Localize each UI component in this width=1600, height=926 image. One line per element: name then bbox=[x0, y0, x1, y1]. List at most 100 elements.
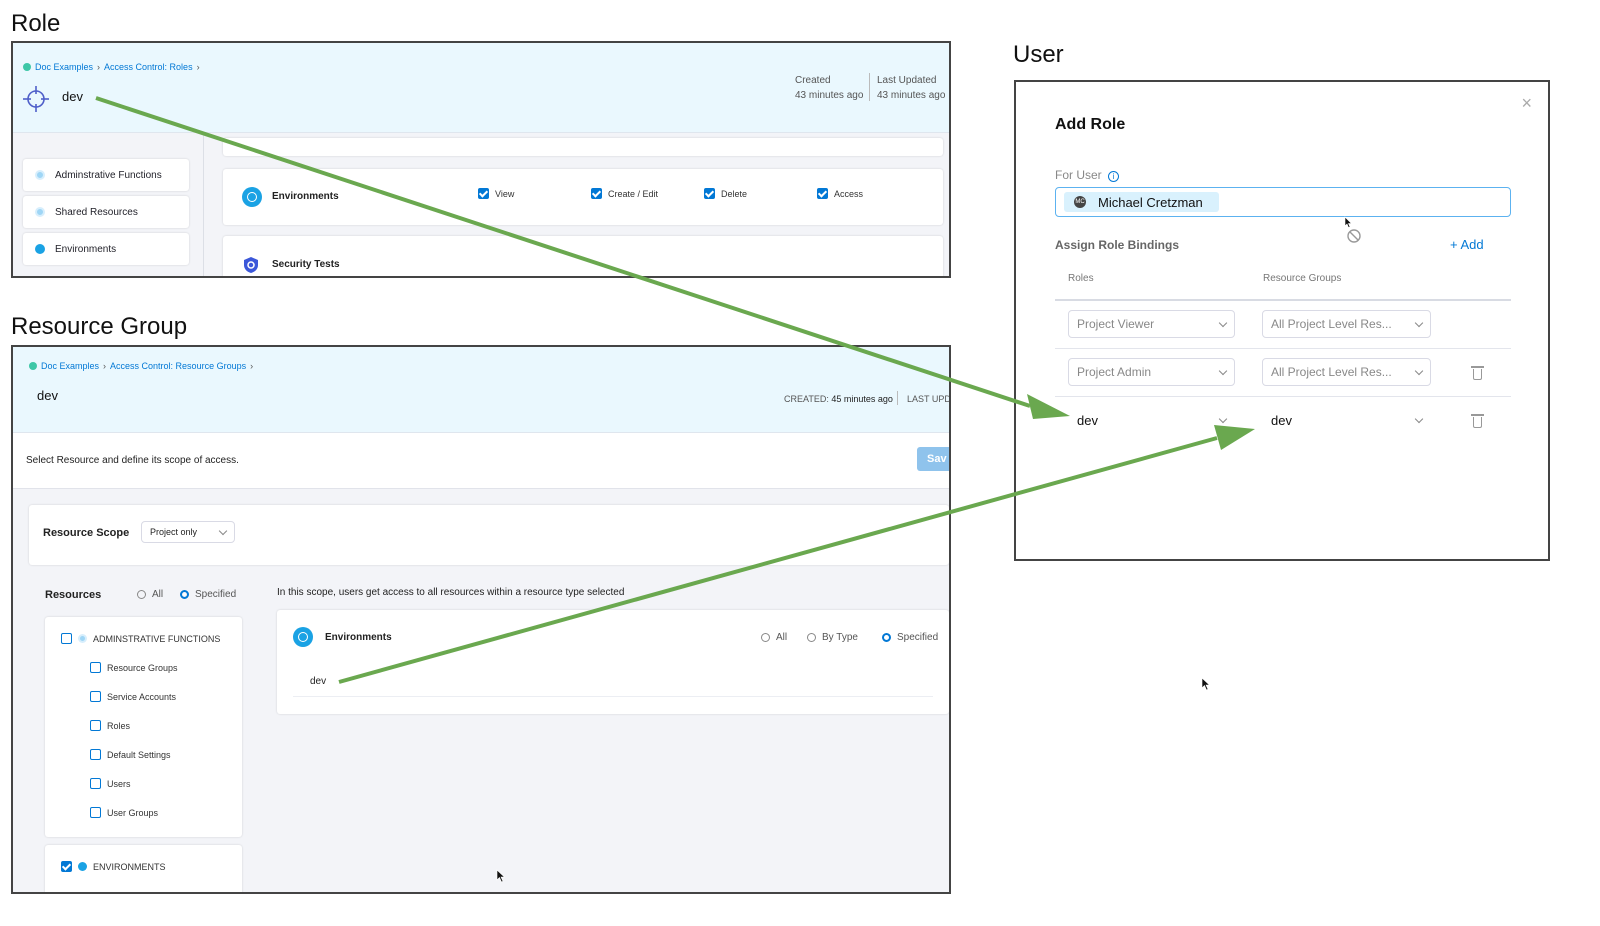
info-icon[interactable]: i bbox=[1108, 171, 1120, 182]
role-select[interactable]: Project Viewer bbox=[1068, 310, 1235, 338]
role-select[interactable]: dev bbox=[1068, 406, 1235, 434]
project-icon bbox=[29, 362, 37, 370]
for-user-label: For User i bbox=[1055, 168, 1120, 182]
delete-binding-icon[interactable] bbox=[1471, 366, 1484, 380]
chevron-down-icon bbox=[1414, 366, 1424, 375]
mouse-cursor-icon bbox=[496, 869, 506, 883]
checkbox-empty[interactable] bbox=[90, 720, 101, 731]
add-binding-button[interactable]: + Add bbox=[1450, 237, 1484, 252]
radio-unselected[interactable] bbox=[807, 633, 816, 642]
permission-delete[interactable]: Delete bbox=[704, 188, 747, 199]
breadcrumb-link-project[interactable]: Doc Examples bbox=[41, 361, 100, 371]
tree-item-roles[interactable]: Roles bbox=[90, 720, 130, 731]
scope-note: In this scope, users get access to all r… bbox=[277, 587, 625, 598]
env-option-specified[interactable]: Specified bbox=[882, 632, 938, 643]
created-value: 43 minutes ago bbox=[795, 90, 864, 101]
chevron-down-icon bbox=[218, 526, 228, 535]
tree-item-default-settings[interactable]: Default Settings bbox=[90, 749, 171, 760]
resource-scope-select[interactable]: Project only bbox=[141, 521, 235, 543]
resource-scope-label: Resource Scope bbox=[43, 527, 130, 539]
radio-selected[interactable] bbox=[882, 633, 891, 642]
resource-group-section-title: Resource Group bbox=[11, 313, 188, 340]
created-value: 45 minutes ago bbox=[831, 394, 893, 404]
close-icon[interactable]: × bbox=[1521, 93, 1532, 113]
sidebar-item-environments[interactable]: Environments bbox=[23, 233, 189, 265]
breadcrumb-link-roles[interactable]: Access Control: Roles bbox=[104, 62, 193, 72]
resource-group-select[interactable]: dev bbox=[1262, 406, 1431, 434]
user-section-title: User bbox=[1013, 41, 1064, 68]
sidebar-item-shared-resources[interactable]: Shared Resources bbox=[23, 196, 189, 228]
checkbox-checked[interactable] bbox=[817, 188, 828, 199]
checkbox-empty[interactable] bbox=[90, 691, 101, 702]
environments-label: Environments bbox=[272, 191, 339, 202]
tree-item-users[interactable]: Users bbox=[90, 778, 131, 789]
security-tests-label: Security Tests bbox=[272, 259, 340, 270]
shield-icon bbox=[244, 257, 258, 273]
role-section-title: Role bbox=[11, 10, 61, 37]
permission-create-edit[interactable]: Create / Edit bbox=[591, 188, 658, 199]
checkbox-empty[interactable] bbox=[90, 807, 101, 818]
environments-permission-row: Environments View Create / Edit Delete A… bbox=[223, 169, 943, 225]
resource-group-select[interactable]: All Project Level Res... bbox=[1262, 310, 1431, 338]
checkbox-checked[interactable] bbox=[704, 188, 715, 199]
created-meta: CREATED: 45 minutes ago bbox=[784, 394, 893, 404]
radio-unselected[interactable] bbox=[137, 590, 146, 599]
assign-role-bindings-label: Assign Role Bindings bbox=[1055, 238, 1180, 252]
tree-item-resource-groups[interactable]: Resource Groups bbox=[90, 662, 178, 673]
checkbox-empty[interactable] bbox=[90, 778, 101, 789]
resource-group-select-value: All Project Level Res... bbox=[1271, 365, 1392, 379]
env-option-all[interactable]: All bbox=[761, 632, 787, 643]
checkbox-checked[interactable] bbox=[591, 188, 602, 199]
last-updated-label: LAST UPD bbox=[907, 394, 951, 404]
admin-functions-group-header[interactable]: ADMINSTRATIVE FUNCTIONS bbox=[61, 633, 220, 644]
checkbox-checked[interactable] bbox=[61, 861, 72, 872]
resources-option-specified[interactable]: Specified bbox=[180, 589, 236, 600]
role-panel: Doc Examples › Access Control: Roles › d… bbox=[11, 41, 951, 278]
add-role-dialog: × Add Role For User i MC Michael Cretzma… bbox=[1014, 80, 1550, 561]
radio-selected[interactable] bbox=[180, 590, 189, 599]
resource-scope-card: Resource Scope Project only bbox=[29, 505, 949, 565]
for-user-input[interactable]: MC Michael Cretzman bbox=[1055, 187, 1511, 217]
sidebar-item-admin-functions[interactable]: Adminstrative Functions bbox=[23, 159, 189, 191]
resource-group-toolbar: Select Resource and define its scope of … bbox=[13, 433, 949, 489]
delete-binding-icon[interactable] bbox=[1471, 414, 1484, 428]
role-select-value: Project Admin bbox=[1077, 365, 1152, 379]
project-icon bbox=[23, 63, 31, 71]
environments-icon bbox=[293, 627, 313, 647]
breadcrumb-link-resource-groups[interactable]: Access Control: Resource Groups bbox=[110, 361, 247, 371]
resources-label: Resources bbox=[45, 589, 102, 601]
role-select[interactable]: Project Admin bbox=[1068, 358, 1235, 386]
checkbox-empty[interactable] bbox=[90, 662, 101, 673]
checkbox-empty[interactable] bbox=[61, 633, 72, 644]
environments-icon bbox=[242, 187, 262, 207]
env-option-by-type[interactable]: By Type bbox=[807, 632, 858, 643]
resources-option-all[interactable]: All bbox=[137, 589, 163, 600]
chevron-down-icon bbox=[1414, 414, 1424, 423]
save-button[interactable]: Sav bbox=[917, 447, 949, 471]
updated-meta: Last Updated 43 minutes ago bbox=[877, 73, 945, 103]
sidebar-item-label: Adminstrative Functions bbox=[55, 169, 162, 181]
permission-access[interactable]: Access bbox=[817, 188, 863, 199]
chevron-down-icon bbox=[1218, 318, 1228, 327]
environments-icon bbox=[78, 862, 87, 871]
created-label: CREATED: bbox=[784, 394, 829, 404]
user-chip[interactable]: MC Michael Cretzman bbox=[1064, 192, 1219, 212]
updated-label: Last Updated bbox=[877, 75, 937, 86]
selected-environment[interactable]: dev bbox=[310, 676, 327, 687]
tree-item-service-accounts[interactable]: Service Accounts bbox=[90, 691, 176, 702]
chevron-down-icon bbox=[1414, 318, 1424, 327]
resource-group-select[interactable]: All Project Level Res... bbox=[1262, 358, 1431, 386]
dialog-title: Add Role bbox=[1055, 116, 1126, 133]
role-select-value: Project Viewer bbox=[1077, 317, 1155, 331]
permission-view[interactable]: View bbox=[478, 188, 514, 199]
tree-item-user-groups[interactable]: User Groups bbox=[90, 807, 158, 818]
checkbox-checked[interactable] bbox=[478, 188, 489, 199]
not-allowed-cursor-icon bbox=[1344, 216, 1361, 243]
checkbox-empty[interactable] bbox=[90, 749, 101, 760]
admin-functions-group: ADMINSTRATIVE FUNCTIONS Resource Groups … bbox=[45, 617, 242, 837]
security-tests-row: Security Tests bbox=[223, 236, 943, 276]
breadcrumb-link-project[interactable]: Doc Examples bbox=[35, 62, 94, 72]
column-header-roles: Roles bbox=[1068, 273, 1094, 284]
environments-group-header[interactable]: ENVIRONMENTS bbox=[61, 861, 166, 872]
radio-unselected[interactable] bbox=[761, 633, 770, 642]
